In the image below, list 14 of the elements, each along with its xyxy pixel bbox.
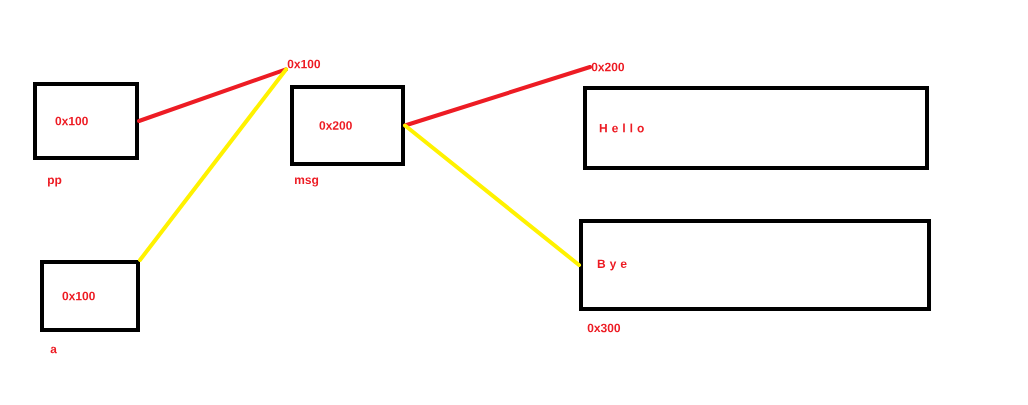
address-label: 0x200 <box>591 62 625 72</box>
variable-name: pp <box>48 177 62 187</box>
connector-line <box>403 65 592 128</box>
memory-box: B y e <box>579 219 931 311</box>
variable-box: 0x100 <box>33 82 139 160</box>
variable-name: a <box>50 346 57 354</box>
variable-name: msg <box>295 177 319 187</box>
address-label: 0x100 <box>287 59 321 69</box>
variable-box: 0x200 <box>290 85 405 166</box>
variable-box: 0x100 <box>40 260 140 332</box>
connector-line <box>403 123 581 267</box>
variable-name: 0x300 <box>587 323 621 333</box>
connector-line <box>138 67 288 262</box>
memory-box: H e l l o <box>583 86 929 170</box>
